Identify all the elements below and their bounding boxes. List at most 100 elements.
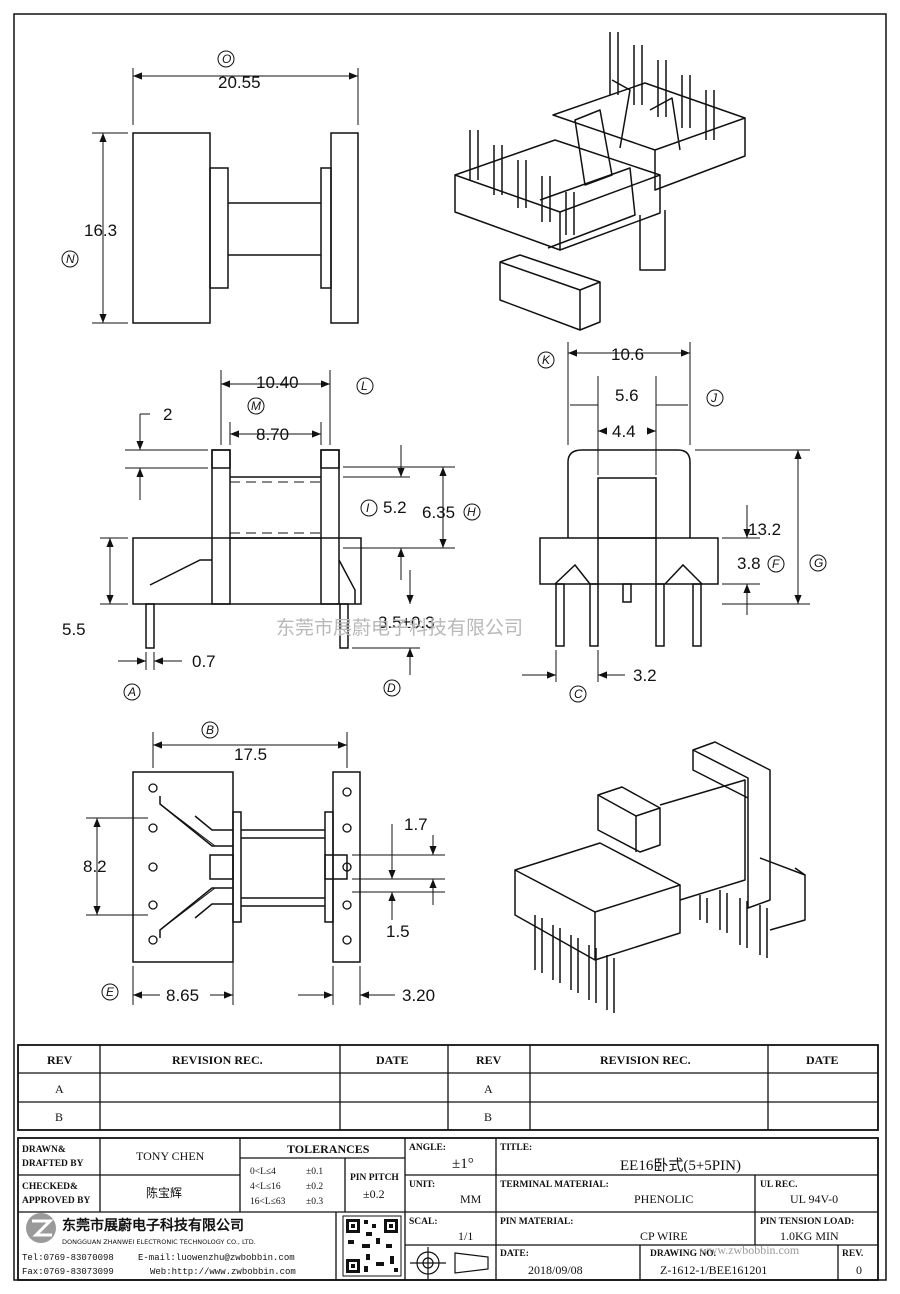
checked-value: 陈宝辉 (146, 1185, 182, 1200)
callout-H-circle (463, 503, 481, 521)
callout-N: N (66, 252, 75, 266)
front-view (100, 370, 455, 675)
unit-value: MM (460, 1192, 482, 1206)
callout-D-circle (383, 679, 401, 697)
callout-E-circle (101, 983, 119, 1001)
top-view (92, 68, 359, 324)
callout-B: B (206, 723, 214, 737)
dim-C: 3.2 (633, 666, 657, 685)
dim-inner-w: 4.4 (612, 422, 636, 441)
company-email: E-mail:luowenzhu@zwbobbin.com (138, 1253, 295, 1263)
dim-M: 8.70 (256, 425, 289, 444)
title-value: EE16卧式(5+5PIN) (620, 1157, 741, 1174)
tension-label: PIN TENSION LOAD: (760, 1217, 854, 1227)
company-name-cn: 东莞市展蔚电子科技有限公司 (62, 1217, 244, 1234)
dim-slot-w: 1.7 (404, 815, 428, 834)
dim-right-w: 3.20 (402, 986, 435, 1005)
unit-label: UNIT: (409, 1180, 435, 1190)
drawn-label-2: DRAFTED BY (22, 1159, 84, 1169)
callout-H: H (467, 505, 476, 519)
pin-material-value: CP WIRE (640, 1229, 688, 1243)
revision-table (17, 1044, 879, 1131)
bottom-view (86, 732, 445, 1005)
company-name-en: DONGGUAN ZHANWEI ELECTRONIC TECHNOLOGY C… (62, 1238, 256, 1246)
sheet-border (13, 13, 887, 1281)
callout-D: D (387, 681, 396, 695)
rev-row-b-left: B (55, 1110, 63, 1124)
callout-F-circle (767, 555, 785, 573)
projection-symbol-icon (410, 1247, 489, 1279)
callout-K-circle (537, 351, 555, 369)
callout-N-circle (61, 250, 79, 268)
callout-M: M (251, 399, 261, 413)
callout-G: G (814, 556, 823, 570)
callout-B-circle (201, 721, 219, 739)
tol-range-3: 16<L≤63 (250, 1197, 286, 1207)
side-view (522, 342, 810, 682)
dim-L: 10.40 (256, 373, 299, 392)
bottom-view-pin-holes (148, 783, 352, 945)
callout-F: F (772, 557, 780, 571)
ul-label: UL REC. (760, 1180, 797, 1190)
company-web: Web:http://www.zwbobbin.com (150, 1267, 296, 1277)
checked-label-1: CHECKED& (22, 1182, 78, 1192)
callout-M-circle (247, 397, 265, 415)
dim-I: 5.2 (383, 498, 407, 517)
company-logo-icon (26, 1213, 56, 1243)
rev-header-rec-right: REVISION REC. (600, 1053, 691, 1067)
tol-value-2: ±0.2 (306, 1182, 323, 1192)
pin-pitch-label: PIN PITCH (350, 1173, 399, 1183)
checked-label-2: APPROVED BY (22, 1196, 90, 1206)
tol-value-1: ±0.1 (306, 1167, 323, 1177)
angle-label: ANGLE: (409, 1143, 446, 1153)
angle-value: ±1° (452, 1156, 474, 1172)
date-value: 2018/09/08 (528, 1263, 583, 1277)
rev-label: REV. (842, 1249, 863, 1259)
dim-left-height: 5.5 (62, 620, 86, 639)
callout-I: I (366, 501, 370, 515)
callout-L: L (361, 379, 368, 393)
company-tel: Tel:0769-83070098 (22, 1253, 114, 1263)
callout-J: J (710, 391, 718, 405)
tol-value-3: ±0.3 (306, 1197, 323, 1207)
rev-header-rev-left: REV (47, 1053, 73, 1067)
callout-O: O (222, 52, 231, 66)
callout-C-circle (569, 685, 587, 703)
rev-row-a-left: A (55, 1082, 64, 1096)
callout-E: E (106, 985, 115, 999)
drawn-value: TONY CHEN (136, 1149, 205, 1163)
drawing-value: Z-1612-1/BEE161201 (660, 1263, 767, 1277)
tol-range-2: 4<L≤16 (250, 1182, 281, 1192)
drawing-label: DRAWING NO. (650, 1249, 716, 1259)
dim-J: 5.6 (615, 386, 639, 405)
rev-value: 0 (856, 1263, 862, 1277)
dim-B: 17.5 (234, 745, 267, 764)
dim-O: 20.55 (218, 73, 261, 92)
title-block-grid (17, 1137, 879, 1281)
ul-value: UL 94V-0 (790, 1192, 838, 1206)
rev-header-rec-left: REVISION REC. (172, 1053, 263, 1067)
drawn-label-1: DRAWN& (22, 1145, 66, 1155)
tol-range-1: 0<L≤4 (250, 1167, 276, 1177)
rev-row-b-right: B (484, 1110, 492, 1124)
callout-A-circle (123, 683, 141, 701)
watermark-url: www.zwbobbin.com (700, 1243, 800, 1257)
dim-F: 3.8 (737, 554, 761, 573)
dim-slot-gap: 1.5 (386, 922, 410, 941)
callout-K: K (542, 353, 551, 367)
watermark-text: 东莞市展蔚电子科技有限公司 (276, 617, 523, 639)
callout-C: C (574, 687, 583, 701)
scale-value: 1/1 (458, 1229, 473, 1243)
rev-header-date-right: DATE (806, 1053, 838, 1067)
isometric-view-top (454, 32, 746, 331)
dim-E: 8.65 (166, 986, 199, 1005)
title-label: TITLE: (500, 1143, 532, 1153)
rev-header-rev-right: REV (476, 1053, 502, 1067)
callout-J-circle (706, 389, 724, 407)
dim-top-pin: 2 (163, 405, 172, 424)
company-fax: Fax:0769-83073099 (22, 1267, 114, 1277)
callout-I-circle (360, 499, 378, 517)
rev-header-date-left: DATE (376, 1053, 408, 1067)
dim-pitch-group: 8.2 (83, 857, 107, 876)
